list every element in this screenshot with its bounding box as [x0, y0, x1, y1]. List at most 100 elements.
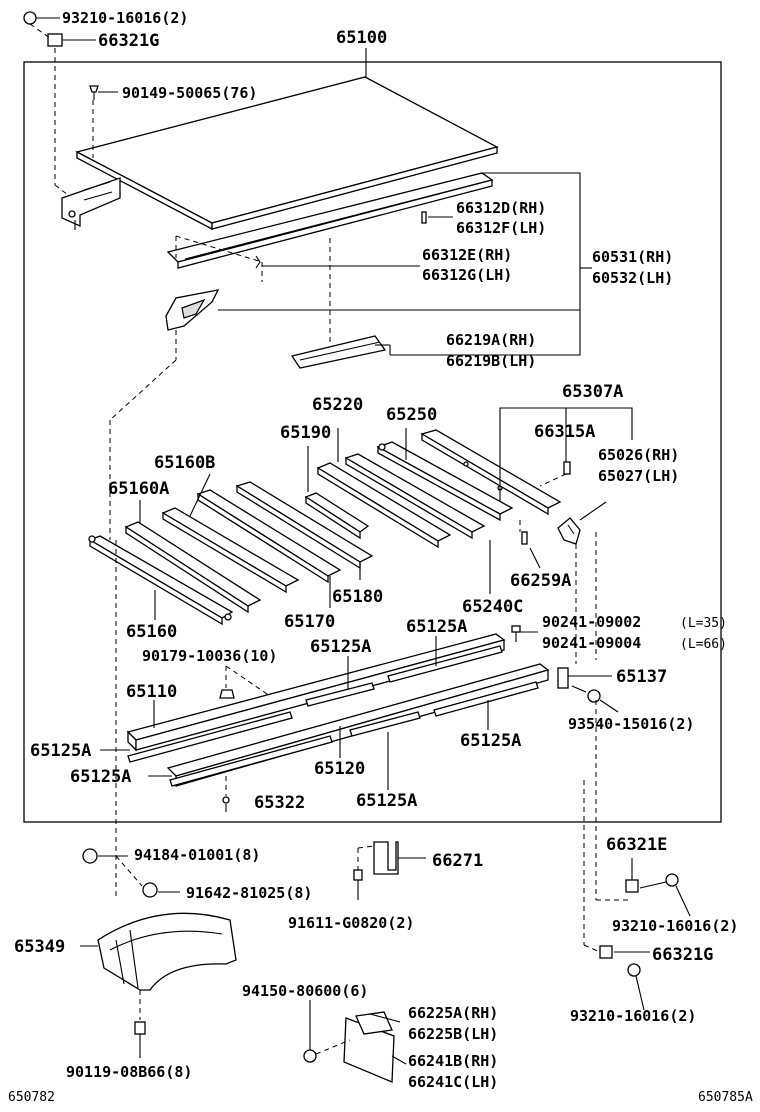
label-90241-09004: 90241-09004 — [542, 634, 641, 652]
label-66241B: 66241B(RH) — [408, 1052, 498, 1070]
member-65160 — [88, 535, 234, 626]
clip-66259A — [521, 531, 528, 545]
clip-66271 — [373, 841, 426, 875]
clip-66321E — [625, 858, 691, 917]
label-66219B: 66219B(LH) — [446, 352, 536, 370]
label-90179: 90179-10036(10) — [142, 647, 277, 665]
label-93540: 93540-15016(2) — [568, 715, 694, 733]
label-65120: 65120 — [314, 759, 365, 779]
label-66312E: 66312E(RH) — [422, 246, 512, 264]
label-650782: 650782 — [8, 1090, 55, 1105]
bolt-93540 — [571, 685, 601, 703]
label-91611: 91611-G0820(2) — [288, 914, 414, 932]
bolt-91611 — [353, 845, 375, 900]
clip-90119 — [134, 1021, 146, 1058]
label-65349: 65349 — [14, 937, 65, 957]
member-65160A — [124, 521, 262, 614]
member-65307A — [420, 429, 562, 516]
strip-65125A-f — [169, 735, 333, 787]
pin-66315A — [563, 461, 571, 475]
label-93210-16016-bottom: 93210-16016(2) — [570, 1007, 696, 1025]
label-65100: 65100 — [336, 28, 387, 48]
label-93210-16016-mid: 93210-16016(2) — [612, 917, 738, 935]
label-65190: 65190 — [280, 423, 331, 443]
bolt-91642 — [142, 882, 180, 898]
label-66225B: 66225B(LH) — [408, 1025, 498, 1043]
strip-65125A-c — [127, 711, 293, 763]
screw-65322 — [222, 796, 230, 812]
nut-94184 — [82, 848, 128, 864]
member-65190 — [304, 492, 370, 540]
label-66259A: 66259A — [510, 571, 571, 591]
label-60531: 60531(RH) — [592, 248, 673, 266]
member-65240C — [376, 441, 514, 522]
label-65110: 65110 — [126, 682, 177, 702]
label-60532: 60532(LH) — [592, 269, 673, 287]
label-66321G-bottom: 66321G — [652, 945, 713, 965]
side-rail — [166, 172, 494, 269]
label-66312G: 66312G(LH) — [422, 266, 512, 284]
label-66271: 66271 — [432, 851, 483, 871]
strip-65125A-d — [433, 681, 539, 717]
strip-65125A-e — [349, 711, 421, 737]
label-66225A: 66225A(RH) — [408, 1004, 498, 1022]
label-90241-09002: 90241-09002 — [542, 613, 641, 631]
label-66312D: 66312D(RH) — [456, 199, 546, 217]
label-66321G-top: 66321G — [98, 31, 159, 51]
clip-66321G-top — [29, 23, 96, 47]
label-65125A-2: 65125A — [310, 637, 371, 657]
nut-94150 — [303, 1000, 317, 1063]
label-66219A: 66219A(RH) — [446, 331, 536, 349]
label-L66: (L=66) — [680, 637, 727, 652]
label-65027: 65027(LH) — [598, 467, 679, 485]
fender-65349 — [80, 912, 237, 1020]
clip-90179 — [219, 689, 235, 699]
member-65250 — [344, 453, 486, 540]
strip-65125A-b — [305, 682, 375, 707]
label-65125A-3: 65125A — [460, 731, 521, 751]
hinge-bracket — [61, 177, 121, 230]
bracket-65026 — [557, 517, 581, 545]
rail-end-piece — [290, 335, 387, 369]
assembly-frame — [23, 61, 722, 823]
label-65240C: 65240C — [462, 597, 523, 617]
label-90149: 90149-50065(76) — [122, 84, 257, 102]
bolt-90241 — [511, 625, 521, 642]
gusset-bracket — [165, 289, 220, 331]
label-65137: 65137 — [616, 667, 667, 687]
label-65125A-5: 65125A — [70, 767, 131, 787]
label-66312F: 66312F(LH) — [456, 219, 546, 237]
bolt-93210-top — [23, 11, 60, 25]
label-66321E: 66321E — [606, 835, 667, 855]
label-90119: 90119-08B66(8) — [66, 1063, 192, 1081]
clip-66312E — [255, 255, 261, 269]
label-650785A: 650785A — [698, 1090, 753, 1105]
label-65250: 65250 — [386, 405, 437, 425]
label-93210-16016-top: 93210-16016(2) — [62, 9, 188, 27]
label-65322: 65322 — [254, 793, 305, 813]
label-65220: 65220 — [312, 395, 363, 415]
label-91642: 91642-81025(8) — [186, 884, 312, 902]
label-65307A: 65307A — [562, 382, 623, 402]
strip-65125A-a — [387, 645, 503, 683]
mudflap-66241 — [315, 1011, 407, 1083]
label-65170: 65170 — [284, 612, 335, 632]
label-65160A: 65160A — [108, 479, 169, 499]
label-66315A: 66315A — [534, 422, 595, 442]
sill-65110 — [126, 633, 506, 752]
floor-panel — [75, 76, 499, 231]
label-65160: 65160 — [126, 622, 177, 642]
member-65160B — [161, 507, 300, 594]
label-94150: 94150-80600(6) — [242, 982, 368, 1000]
label-65125A-6: 65125A — [356, 791, 417, 811]
screw-90149 — [89, 85, 118, 100]
label-L35: (L=35) — [680, 616, 727, 631]
label-65125A-4: 65125A — [30, 741, 91, 761]
label-94184: 94184-01001(8) — [134, 846, 260, 864]
member-65170 — [196, 489, 342, 584]
label-66241C: 66241C(LH) — [408, 1073, 498, 1091]
label-65180: 65180 — [332, 587, 383, 607]
label-65160B: 65160B — [154, 453, 215, 473]
label-65026: 65026(RH) — [598, 446, 679, 464]
